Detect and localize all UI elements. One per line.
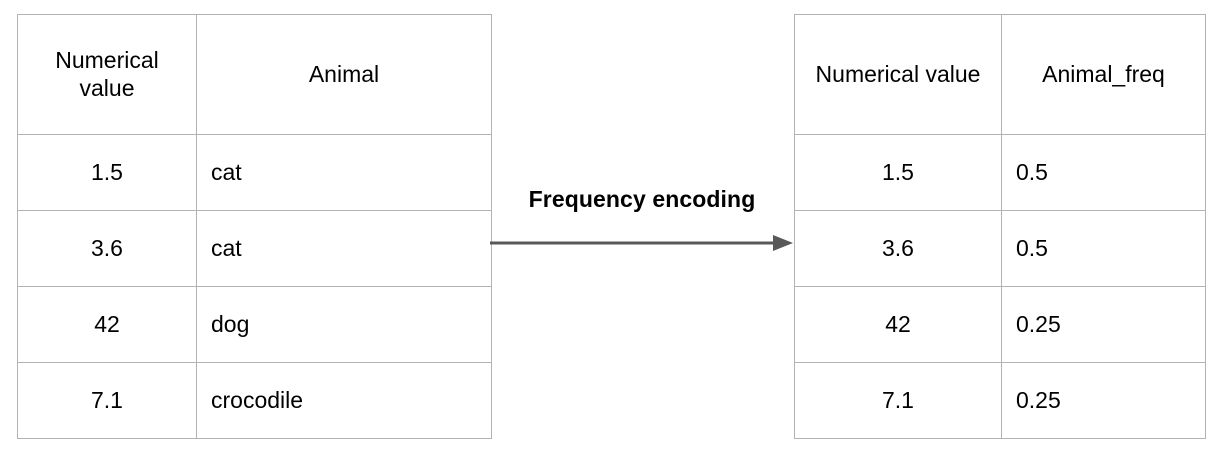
cell-animal: dog — [196, 286, 492, 363]
result-data-table: Numerical value Animal_freq 1.5 0.5 3.6 … — [794, 14, 1206, 439]
table-row: 42 dog — [17, 286, 492, 363]
table-row: 42 0.25 — [794, 286, 1206, 363]
column-header-numerical-value: Numerical value — [794, 14, 1002, 135]
table-row: 1.5 cat — [17, 134, 492, 211]
column-header-numerical-value: Numerical value — [17, 14, 197, 135]
cell-animal-freq: 0.25 — [1001, 286, 1206, 363]
cell-numerical-value: 42 — [794, 286, 1002, 363]
cell-numerical-value: 3.6 — [794, 210, 1002, 287]
table-row: 3.6 0.5 — [794, 210, 1206, 287]
cell-animal: cat — [196, 134, 492, 211]
arrow-right-icon — [490, 235, 793, 251]
table-row: 7.1 crocodile — [17, 362, 492, 439]
table-row: 3.6 cat — [17, 210, 492, 287]
cell-numerical-value: 3.6 — [17, 210, 197, 287]
cell-numerical-value: 7.1 — [17, 362, 197, 439]
column-header-animal-freq: Animal_freq — [1001, 14, 1206, 135]
column-header-animal: Animal — [196, 14, 492, 135]
cell-animal-freq: 0.25 — [1001, 362, 1206, 439]
table-header-row: Numerical value Animal — [17, 14, 492, 135]
cell-animal: crocodile — [196, 362, 492, 439]
cell-animal-freq: 0.5 — [1001, 134, 1206, 211]
table-header-row: Numerical value Animal_freq — [794, 14, 1206, 135]
cell-animal-freq: 0.5 — [1001, 210, 1206, 287]
cell-numerical-value: 42 — [17, 286, 197, 363]
transformation-arrow-group: Frequency encoding — [489, 186, 795, 262]
arrow-label: Frequency encoding — [528, 186, 756, 212]
table-row: 7.1 0.25 — [794, 362, 1206, 439]
cell-numerical-value: 1.5 — [794, 134, 1002, 211]
cell-animal: cat — [196, 210, 492, 287]
cell-numerical-value: 1.5 — [17, 134, 197, 211]
table-row: 1.5 0.5 — [794, 134, 1206, 211]
cell-numerical-value: 7.1 — [794, 362, 1002, 439]
source-data-table: Numerical value Animal 1.5 cat 3.6 cat 4… — [17, 14, 492, 439]
